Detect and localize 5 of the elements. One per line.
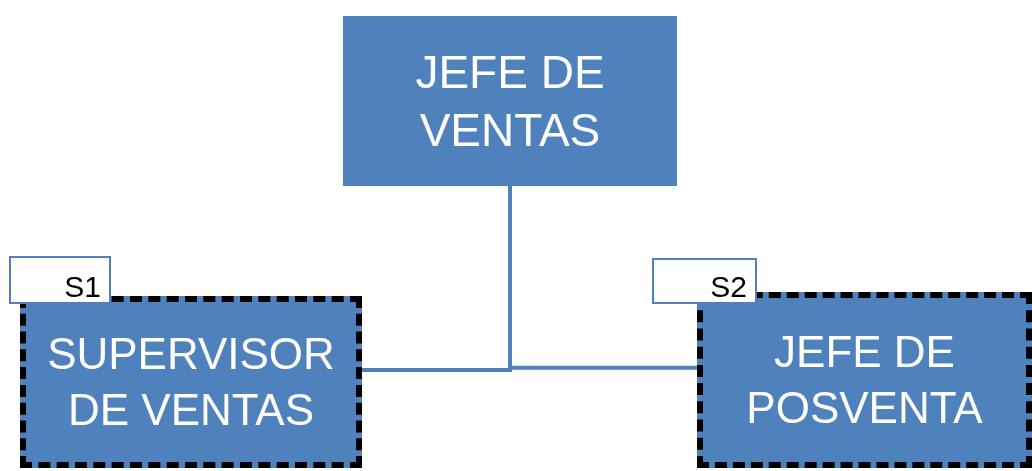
tag-box: S2 xyxy=(652,258,757,304)
process-box: JEFE DE VENTAS xyxy=(343,16,677,186)
dashed-process-box: SUPERVISOR DE VENTAS xyxy=(20,296,362,468)
connector-line xyxy=(508,186,697,370)
tag-box: S1 xyxy=(9,256,111,304)
